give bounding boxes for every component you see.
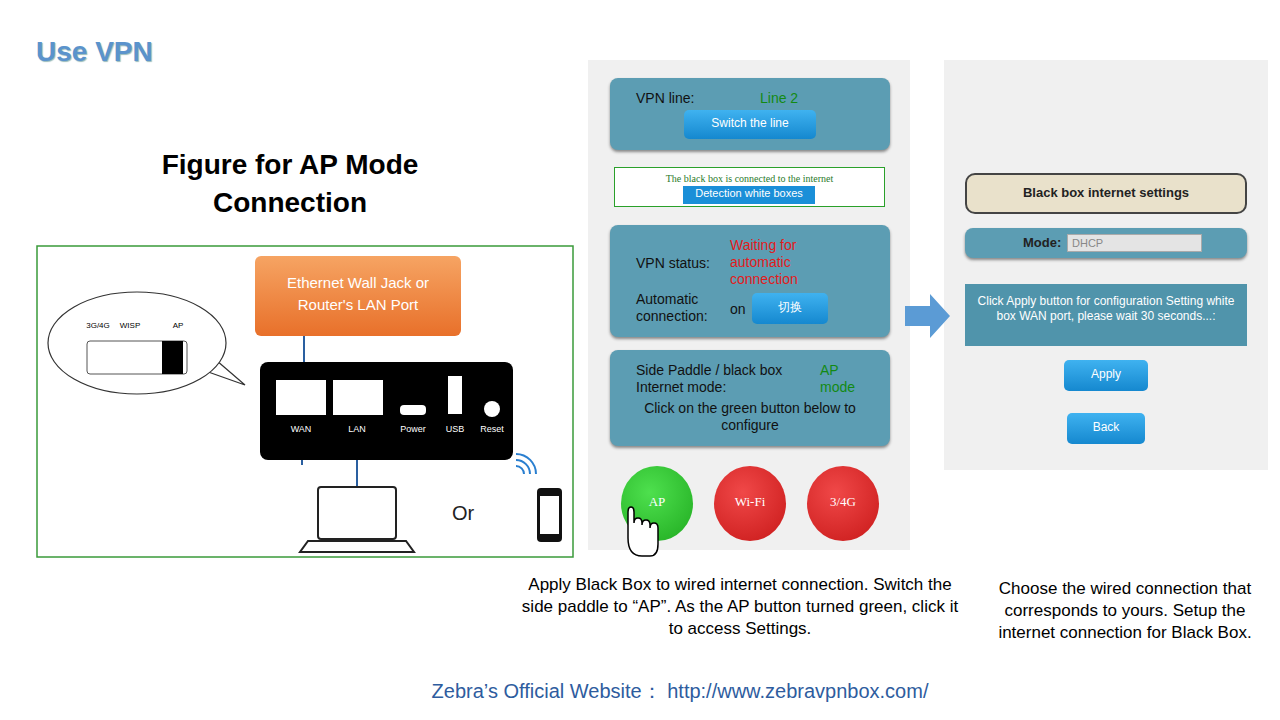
node-text: Click on the green button below to confi… <box>620 400 880 434</box>
back-button: Back <box>1067 413 1145 444</box>
node-text: 3/4G <box>807 466 879 538</box>
caption-note: Apply Black Box to wired internet connec… <box>515 574 965 640</box>
node-text: Switch the line <box>684 110 816 136</box>
mode-bar: Mode: DHCP <box>965 228 1247 258</box>
node-text: The black box is connected to the intern… <box>615 173 884 185</box>
bubble-join <box>205 354 210 358</box>
flow-arrow <box>905 294 950 338</box>
figure-panel <box>37 246 573 557</box>
node-text: Wi-Fi <box>714 466 786 538</box>
laptop-base <box>300 541 414 552</box>
node-text: Detection white boxes <box>683 186 815 201</box>
caption-note: Choose the wired connection that corresp… <box>978 578 1272 644</box>
node-text: USB <box>435 424 475 434</box>
website-footer: Zebra’s Official Website： http://www.zeb… <box>370 678 990 705</box>
node-text: Side Paddle / black box Internet mode: <box>636 362 816 396</box>
config-notice: Click Apply button for configuration Set… <box>965 284 1247 346</box>
node-text: Power <box>388 424 438 434</box>
ap-button: AP <box>621 466 693 541</box>
mobile-button: 3/4G <box>807 466 879 541</box>
node-text: LAN <box>337 424 377 434</box>
wifi-button: Wi-Fi <box>714 466 786 541</box>
wifi-signal <box>516 454 536 474</box>
phone-icon-screen <box>540 496 559 534</box>
mode-select: DHCP <box>1067 234 1202 252</box>
status-notice: The black box is connected to the intern… <box>614 167 885 207</box>
node-text: DHCP <box>1072 237 1172 249</box>
apply-button: Apply <box>1064 360 1148 391</box>
node-text: Automatic connection: <box>636 291 728 325</box>
phone-icon <box>537 488 562 542</box>
laptop-screen <box>318 487 396 539</box>
node-text: AP mode <box>820 362 875 396</box>
mode-panel: Side Paddle / black box Internet mode:AP… <box>610 350 890 446</box>
speech-bubble <box>47 290 247 395</box>
figure-heading: Figure for AP Mode Connection <box>120 146 460 222</box>
node-text: Apply <box>1064 360 1148 388</box>
toggle-button: 切换 <box>752 293 828 324</box>
node-text: Ethernet Wall Jack or Router's LAN Port <box>261 272 455 316</box>
node-text: AP <box>163 321 193 330</box>
vpn-status-panel: VPN status:Waiting for automatic connect… <box>610 225 890 337</box>
node-text: 切换 <box>752 293 828 321</box>
node-text: Black box internet settings <box>967 175 1245 211</box>
paddle-knob <box>162 341 183 374</box>
node-text: Reset <box>470 424 514 434</box>
power-port <box>400 405 426 415</box>
usb-port <box>448 376 462 414</box>
node-text: Waiting for automatic connection <box>730 237 860 288</box>
reset-button <box>484 401 500 417</box>
or-note: Or <box>452 502 492 525</box>
node-text: Line 2 <box>760 90 860 107</box>
black-box-device: WAN LAN PowerUSBReset <box>260 362 513 460</box>
router-port-box: Ethernet Wall Jack or Router's LAN Port <box>255 256 461 336</box>
switch-button: Switch the line <box>684 110 816 139</box>
node-text: on <box>730 301 752 318</box>
node-text: Mode: <box>1023 235 1068 250</box>
bubble-outline <box>48 292 226 394</box>
node-text: VPN line: <box>636 90 746 107</box>
node-text: AP <box>621 466 693 538</box>
node-text: WISP <box>110 321 150 330</box>
paddle-switch <box>87 341 187 374</box>
node-text: 3G/4G <box>78 321 118 330</box>
node-text: Click Apply button for configuration Set… <box>975 294 1237 324</box>
node-text: Back <box>1067 413 1145 441</box>
node-text: WAN <box>281 424 321 434</box>
settings-header: Black box internet settings <box>965 173 1247 214</box>
node-text: VPN status: <box>636 255 731 272</box>
wire <box>301 460 303 465</box>
lan-port <box>333 380 383 415</box>
wan-port <box>276 380 326 415</box>
wire <box>356 460 358 487</box>
page-title: Use VPN <box>36 36 336 68</box>
vpn-line-panel: VPN line: Line 2 Switch the line <box>610 78 890 150</box>
cable-connector <box>303 336 305 362</box>
phone-screen <box>588 60 910 550</box>
device-body <box>260 362 513 460</box>
settings-screen <box>944 60 1268 470</box>
paddle-bubble: 3G/4GWISP AP <box>47 290 247 395</box>
detect-button: Detection white boxes <box>683 186 815 204</box>
